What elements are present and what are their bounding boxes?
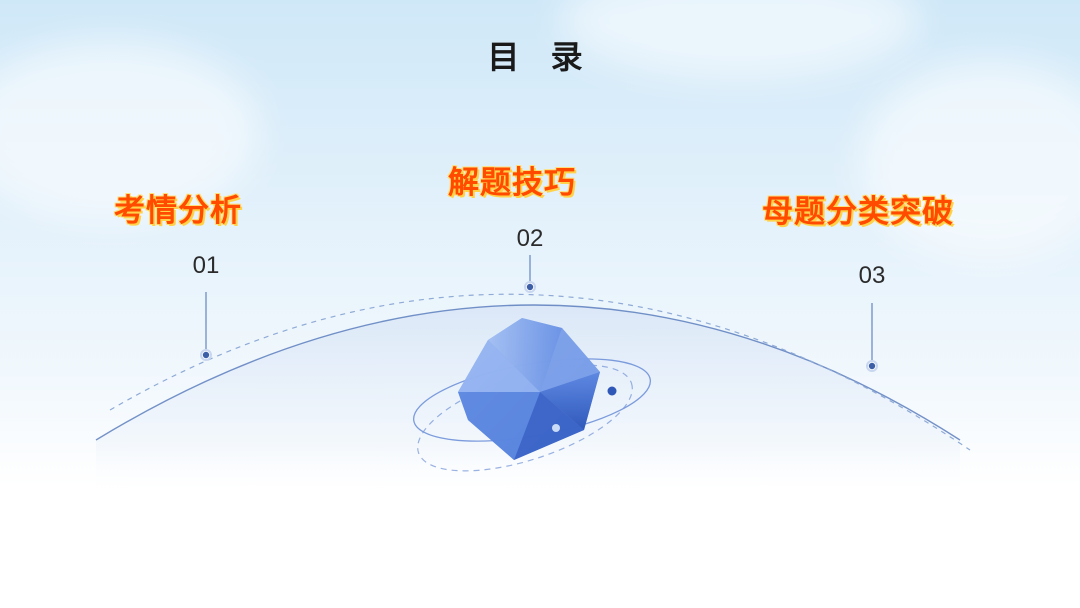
crystal-orbit-icon: [413, 318, 651, 472]
marker-dot-03-core: [868, 362, 876, 370]
cloud-decoration: [0, 40, 260, 220]
section-number-2: 02: [516, 225, 544, 252]
section-title-2[interactable]: 解题技巧: [448, 165, 576, 201]
page-title: 目 录: [487, 38, 593, 76]
section-number-3: 03: [858, 262, 886, 289]
dashed-arc: [109, 293, 971, 451]
marker-dot-02-core: [526, 283, 534, 291]
cloud-decoration: [860, 60, 1080, 260]
section-title-1[interactable]: 考情分析: [114, 193, 242, 229]
marker-dot-01-core: [202, 351, 210, 359]
section-number-1: 01: [192, 252, 220, 279]
section-title-3[interactable]: 母题分类突破: [762, 194, 954, 230]
